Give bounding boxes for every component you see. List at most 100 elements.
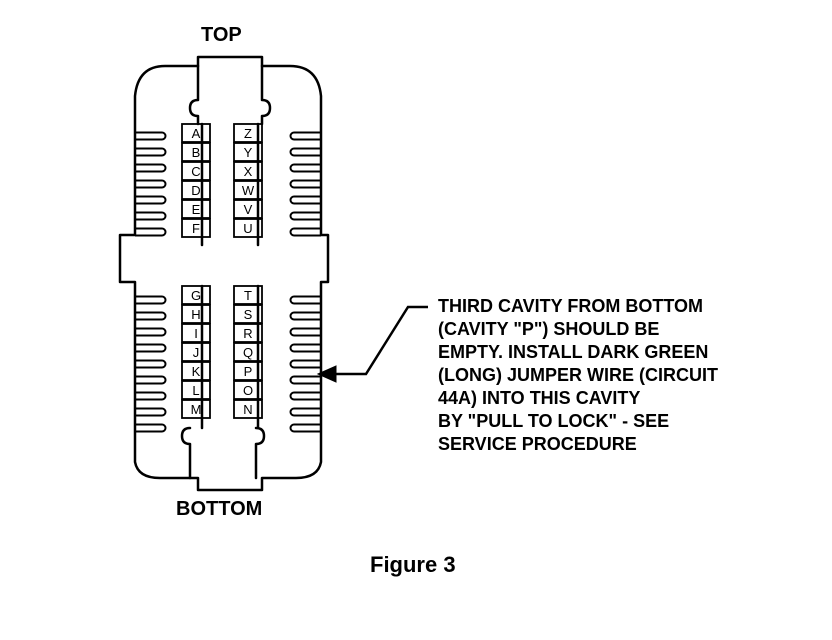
cavity-t-box xyxy=(233,285,263,305)
cavity-q-label: Q xyxy=(243,345,253,360)
cavity-i-box xyxy=(181,323,211,343)
cavity-e-label: E xyxy=(192,202,201,217)
connector-rib xyxy=(289,211,321,221)
cavity-s-box xyxy=(233,304,263,324)
connector-rib xyxy=(135,407,167,417)
cavity-y-label: Y xyxy=(244,145,253,160)
cavity-o-box xyxy=(233,380,263,400)
top-label: TOP xyxy=(201,24,242,46)
callout-note: THIRD CAVITY FROM BOTTOM (CAVITY "P") SH… xyxy=(438,295,718,456)
cavity-g-label: G xyxy=(191,288,201,303)
cavity-f-label: F xyxy=(192,221,200,236)
connector-rib xyxy=(135,195,167,205)
cavity-x-box xyxy=(233,161,263,181)
note-line: (CAVITY "P") SHOULD BE xyxy=(438,319,660,339)
cavity-n-box xyxy=(233,399,263,419)
cavity-q-box xyxy=(233,342,263,362)
cavity-a-label: A xyxy=(192,126,201,141)
note-line: (LONG) JUMPER WIRE (CIRCUIT xyxy=(438,365,718,385)
top-latch xyxy=(188,64,272,126)
cavity-t-label: T xyxy=(244,288,252,303)
cavity-n-label: N xyxy=(243,402,252,417)
cavity-u-box xyxy=(233,218,263,238)
connector-ribs xyxy=(135,131,321,433)
connector-rib xyxy=(135,211,167,221)
cavity-e-box xyxy=(181,199,211,219)
cavity-m-box xyxy=(181,399,211,419)
connector-rib xyxy=(135,295,167,305)
cavity-j-box xyxy=(181,342,211,362)
connector-rib xyxy=(289,407,321,417)
connector-rib xyxy=(135,131,167,141)
note-line: EMPTY. INSTALL DARK GREEN xyxy=(438,342,709,362)
cavity-k-label: K xyxy=(192,364,201,379)
cavity-l-box xyxy=(181,380,211,400)
cavity-g-box xyxy=(181,285,211,305)
note-line: BY "PULL TO LOCK" - SEE xyxy=(438,411,670,431)
connector-rib xyxy=(289,327,321,337)
connector-rib xyxy=(289,359,321,369)
cavity-r-label: R xyxy=(243,326,252,341)
connector-rib xyxy=(135,327,167,337)
cavity-d-box xyxy=(181,180,211,200)
connector-rib xyxy=(289,311,321,321)
connector-rib xyxy=(135,179,167,189)
connector-rib xyxy=(135,391,167,401)
cavity-s-label: S xyxy=(244,307,253,322)
connector-rib xyxy=(289,147,321,157)
cavity-b-label: B xyxy=(192,145,201,160)
cavity-o-label: O xyxy=(243,383,253,398)
connector-rib xyxy=(135,311,167,321)
callout-arrow xyxy=(316,305,428,383)
connector-rib xyxy=(135,343,167,353)
cavity-d-label: D xyxy=(191,183,200,198)
connector-rib xyxy=(289,295,321,305)
connector-rib xyxy=(289,375,321,385)
bottom-latch xyxy=(180,426,266,480)
cavity-c-box xyxy=(181,161,211,181)
cavity-z-label: Z xyxy=(244,126,252,141)
note-line: THIRD CAVITY FROM BOTTOM xyxy=(438,296,703,316)
connector-rib xyxy=(289,131,321,141)
cavity-a-box xyxy=(181,123,211,143)
connector-rib xyxy=(135,375,167,385)
cavity-h-label: H xyxy=(191,307,200,322)
connector-rib xyxy=(135,359,167,369)
cavity-c-label: C xyxy=(191,164,200,179)
cavity-b-box xyxy=(181,142,211,162)
connector-rib xyxy=(135,423,167,433)
connector-rib xyxy=(289,163,321,173)
note-line: 44A) INTO THIS CAVITY xyxy=(438,388,641,408)
connector-rib xyxy=(135,163,167,173)
connector-rib xyxy=(289,195,321,205)
cavity-p-label: P xyxy=(244,364,253,379)
cavity-j-label: J xyxy=(193,345,200,360)
cavity-z-box xyxy=(233,123,263,143)
connector-body-outline xyxy=(118,55,330,492)
figure-caption: Figure 3 xyxy=(370,552,456,577)
cavity-x-label: X xyxy=(244,164,253,179)
cavity-r-box xyxy=(233,323,263,343)
cavity-l-label: L xyxy=(192,383,199,398)
connector-rib xyxy=(135,147,167,157)
connector-rib xyxy=(289,423,321,433)
connector-rib xyxy=(289,343,321,353)
connector-rib xyxy=(289,227,321,237)
cavity-y-box xyxy=(233,142,263,162)
connector-rib xyxy=(135,227,167,237)
note-line: SERVICE PROCEDURE xyxy=(438,434,637,454)
connector-rib xyxy=(289,179,321,189)
cavity-p-box xyxy=(233,361,263,381)
cavity-h-box xyxy=(181,304,211,324)
connector-rib xyxy=(289,391,321,401)
cavity-v-box xyxy=(233,199,263,219)
cavity-u-label: U xyxy=(243,221,252,236)
cavity-k-box xyxy=(181,361,211,381)
bottom-label: BOTTOM xyxy=(176,498,263,520)
cavity-f-box xyxy=(181,218,211,238)
cavity-m-label: M xyxy=(191,402,202,417)
cavity-i-label: I xyxy=(194,326,198,341)
cavity-w-label: W xyxy=(242,183,255,198)
